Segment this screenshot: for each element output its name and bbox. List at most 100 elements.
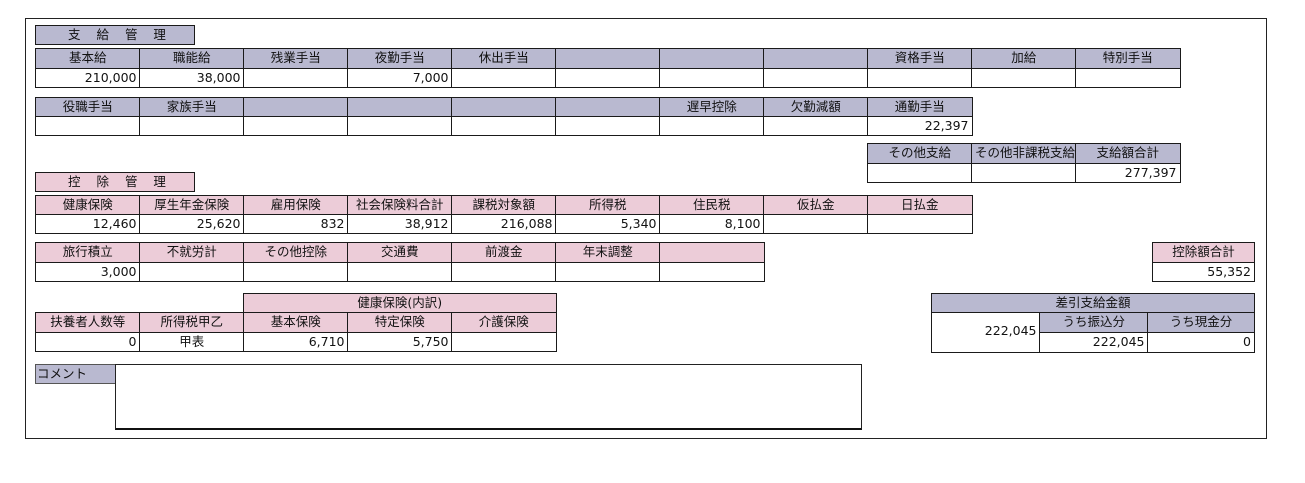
value-cell[interactable]: [867, 214, 973, 234]
column-header: 旅行積立: [35, 242, 141, 263]
value-cell[interactable]: [139, 262, 245, 282]
value-cell[interactable]: 0: [35, 332, 141, 352]
column-header: 課税対象額: [451, 195, 557, 216]
deduction-total-value[interactable]: 55,352: [1152, 262, 1255, 282]
column-header: 日払金: [867, 195, 973, 216]
value-cell[interactable]: [347, 262, 453, 282]
net-pay-title: 差引支給金額: [931, 293, 1255, 313]
value-cell[interactable]: 25,620: [139, 214, 245, 234]
column-header: 交通費: [347, 242, 453, 263]
comment-label: コメント: [35, 364, 117, 384]
value-cell[interactable]: [867, 163, 973, 183]
cash-value[interactable]: 0: [1147, 332, 1255, 353]
column-header: 年末調整: [555, 242, 661, 263]
value-cell[interactable]: 22,397: [867, 116, 973, 136]
value-cell[interactable]: [555, 262, 661, 282]
column-header: 住民税: [659, 195, 765, 216]
net-pay-total[interactable]: 222,045: [931, 312, 1041, 353]
column-header: 夜勤手当: [347, 48, 453, 69]
value-cell[interactable]: [971, 163, 1077, 183]
value-cell[interactable]: [763, 68, 869, 88]
transfer-label: うち振込分: [1039, 312, 1149, 333]
column-header: 前渡金: [451, 242, 557, 263]
value-cell[interactable]: 38,000: [139, 68, 245, 88]
column-header: 基本保険: [243, 312, 349, 333]
column-header: 仮払金: [763, 195, 869, 216]
comment-input[interactable]: [115, 364, 862, 430]
column-header: 職能給: [139, 48, 245, 69]
value-cell[interactable]: [139, 116, 245, 136]
value-cell[interactable]: [555, 116, 661, 136]
section-title-deduction: 控 除 管 理: [35, 172, 195, 192]
column-header: その他支給: [867, 143, 973, 164]
value-cell[interactable]: [659, 262, 765, 282]
deduction-total-label: 控除額合計: [1152, 242, 1255, 263]
value-cell[interactable]: 3,000: [35, 262, 141, 282]
payroll-form-frame: [25, 18, 1267, 439]
column-header: 健康保険: [35, 195, 141, 216]
column-header: 特定保険: [347, 312, 453, 333]
value-cell[interactable]: 7,000: [347, 68, 453, 88]
section-title-payment: 支 給 管 理: [35, 25, 195, 45]
value-cell[interactable]: [867, 68, 973, 88]
value-cell[interactable]: [555, 68, 661, 88]
value-cell[interactable]: [243, 262, 349, 282]
health-insurance-breakdown-title: 健康保険(内訳): [243, 293, 557, 313]
column-header: その他控除: [243, 242, 349, 263]
column-header: [451, 97, 557, 118]
value-cell[interactable]: [243, 68, 349, 88]
column-header: 特別手当: [1075, 48, 1181, 69]
cash-label: うち現金分: [1147, 312, 1255, 333]
value-cell[interactable]: 832: [243, 214, 349, 234]
column-header: 支給額合計: [1075, 143, 1181, 164]
value-cell[interactable]: [243, 116, 349, 136]
column-header: 不就労計: [139, 242, 245, 263]
column-header: [763, 48, 869, 69]
value-cell[interactable]: [763, 214, 869, 234]
column-header: 役職手当: [35, 97, 141, 118]
column-header: 社会保険料合計: [347, 195, 453, 216]
column-header: [659, 242, 765, 263]
value-cell[interactable]: [451, 332, 557, 352]
column-header: 通勤手当: [867, 97, 973, 118]
column-header: [243, 97, 349, 118]
column-header: 資格手当: [867, 48, 973, 69]
value-cell[interactable]: 甲表: [139, 332, 245, 352]
value-cell[interactable]: [659, 68, 765, 88]
column-header: [659, 48, 765, 69]
column-header: 所得税甲乙: [139, 312, 245, 333]
column-header: [347, 97, 453, 118]
value-cell[interactable]: [35, 116, 141, 136]
value-cell[interactable]: 38,912: [347, 214, 453, 234]
value-cell[interactable]: 5,340: [555, 214, 661, 234]
column-header: 遅早控除: [659, 97, 765, 118]
value-cell[interactable]: [451, 68, 557, 88]
column-header: 欠勤減額: [763, 97, 869, 118]
column-header: 残業手当: [243, 48, 349, 69]
value-cell[interactable]: [451, 262, 557, 282]
value-cell[interactable]: 5,750: [347, 332, 453, 352]
column-header: 所得税: [555, 195, 661, 216]
column-header: 加給: [971, 48, 1077, 69]
value-cell[interactable]: [347, 116, 453, 136]
value-cell[interactable]: [659, 116, 765, 136]
value-cell[interactable]: 210,000: [35, 68, 141, 88]
column-header: 基本給: [35, 48, 141, 69]
value-cell[interactable]: 8,100: [659, 214, 765, 234]
column-header: [555, 48, 661, 69]
column-header: 雇用保険: [243, 195, 349, 216]
value-cell[interactable]: 6,710: [243, 332, 349, 352]
value-cell[interactable]: [763, 116, 869, 136]
transfer-value[interactable]: 222,045: [1039, 332, 1149, 353]
value-cell[interactable]: 277,397: [1075, 163, 1181, 183]
value-cell[interactable]: 12,460: [35, 214, 141, 234]
column-header: 介護保険: [451, 312, 557, 333]
column-header: 厚生年金保険: [139, 195, 245, 216]
column-header: その他非課税支給: [971, 143, 1077, 164]
column-header: 扶養者人数等: [35, 312, 141, 333]
column-header: 休出手当: [451, 48, 557, 69]
value-cell[interactable]: [451, 116, 557, 136]
value-cell[interactable]: [971, 68, 1077, 88]
value-cell[interactable]: [1075, 68, 1181, 88]
value-cell[interactable]: 216,088: [451, 214, 557, 234]
